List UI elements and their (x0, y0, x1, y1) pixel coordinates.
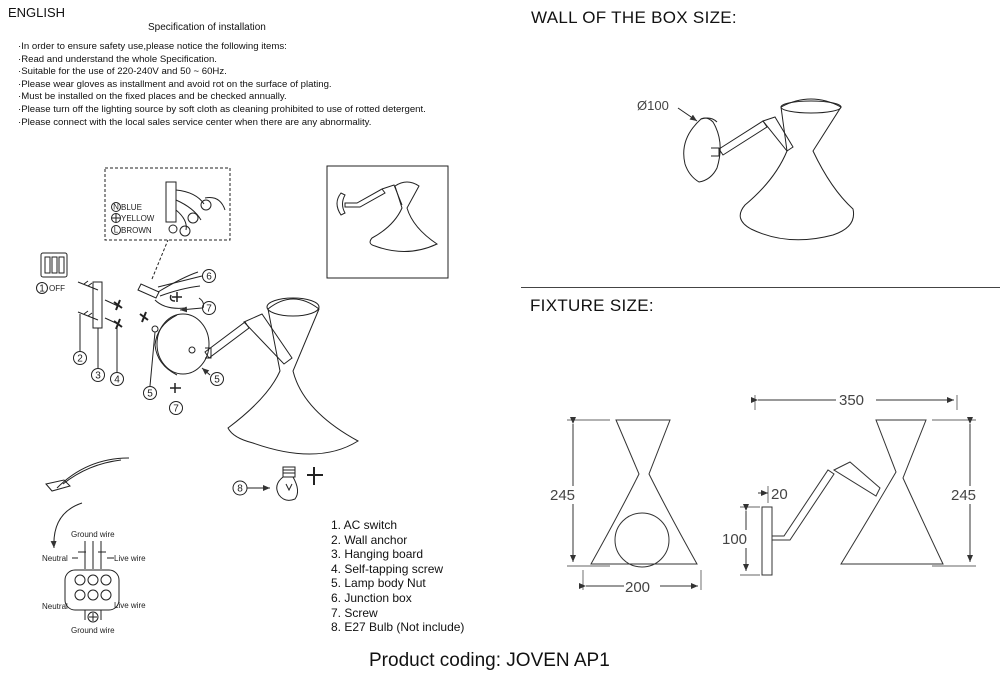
fixture-size-title: FIXTURE SIZE: (530, 296, 654, 315)
svg-text:L: L (114, 226, 119, 235)
dim-200: 200 (625, 579, 650, 596)
callout-3-label: 3 (95, 371, 101, 382)
dim-245-left: 245 (550, 487, 575, 504)
safety-notes: In order to ensure safety use,please not… (18, 41, 426, 129)
callout-4 (110, 372, 124, 386)
live-wire-bottom: Live wire (114, 601, 146, 610)
legend-brown: BROWN (121, 226, 152, 235)
spec-title: Specification of installation (148, 22, 266, 33)
box-diameter-label: Ø100 (637, 98, 669, 113)
rotate-icon (169, 292, 182, 393)
product-code: Product coding: JOVEN AP1 (369, 650, 610, 671)
callout-5a-label: 5 (147, 389, 153, 400)
part-item: 4. Self-tapping screw (331, 561, 444, 576)
callout-2 (73, 351, 87, 365)
callout-3 (91, 368, 105, 382)
ground-symbol-icon (111, 213, 121, 223)
callout-1 (36, 282, 48, 294)
part-item: 2. Wall anchor (331, 532, 408, 547)
svg-text:N: N (113, 203, 119, 212)
part-item: 6. Junction box (331, 590, 412, 605)
ground-wire-top: Ground wire (71, 530, 115, 539)
neutral-symbol-icon (111, 202, 121, 212)
dim-245-right: 245 (951, 487, 976, 504)
junction-block (64, 569, 120, 611)
part-item: 8. E27 Bulb (Not include) (331, 620, 465, 635)
note-item: Must be installed on the fixed places an… (18, 91, 426, 104)
note-item: Please wear gloves as installment and av… (18, 79, 426, 92)
callout-7b (202, 301, 216, 315)
note-item: Please connect with the local sales serv… (18, 117, 426, 130)
dim-20: 20 (771, 486, 788, 503)
note-item: Read and understand the whole Specificat… (18, 54, 426, 67)
live-wire-top: Live wire (114, 554, 146, 563)
live-symbol-icon (111, 225, 121, 235)
dim-350: 350 (839, 392, 864, 409)
callout-8-label: 8 (237, 484, 243, 495)
switch-icon (40, 252, 68, 278)
callout-1-label: 1 (39, 284, 45, 295)
ground-wire-bottom: Ground wire (71, 626, 115, 635)
part-item: 3. Hanging board (331, 547, 424, 562)
parts-list: 1. AC switch 2. Wall anchor 3. Hanging b… (331, 518, 464, 635)
part-item: 5. Lamp body Nut (331, 576, 426, 591)
box-size-title: WALL OF THE BOX SIZE: (531, 8, 737, 27)
callout-5b (210, 372, 224, 386)
part-item: 1. AC switch (331, 518, 398, 532)
callout-4-label: 4 (114, 375, 120, 386)
installation-labels: BLUE YELLOW BROWN OFF (49, 203, 155, 293)
installation-diagram (36, 165, 449, 623)
callout-5b-label: 5 (214, 375, 220, 386)
ground-symbol-icon (87, 611, 99, 623)
note-item: Suitable for the use of 220-240V and 50 … (18, 66, 426, 79)
note-item: Please turn off the lighting source by s… (18, 104, 426, 117)
wire-symbol-letters: N L (113, 203, 119, 235)
callout-7a (169, 401, 183, 415)
wiring-detail-box (104, 167, 231, 241)
callout-6 (202, 269, 216, 283)
preview-box (326, 165, 449, 279)
legend-blue: BLUE (121, 203, 142, 212)
box-size-drawing (677, 98, 855, 241)
callout-7a-label: 7 (173, 404, 179, 415)
note-item: In order to ensure safety use,please not… (18, 41, 426, 54)
wiring-labels: Ground wire Neutral Live wire Neutral Li… (42, 530, 146, 635)
rotate-icon (307, 467, 323, 485)
callout-2-label: 2 (77, 354, 83, 365)
neutral-bottom: Neutral (42, 602, 68, 611)
section-divider (521, 287, 1000, 288)
language-label: ENGLISH (8, 5, 66, 20)
callout-numbers: 1 2 3 4 5 7 5 6 7 8 (39, 272, 243, 495)
callout-7b-label: 7 (206, 304, 212, 315)
dim-100: 100 (722, 531, 747, 548)
callout-5a (143, 386, 157, 400)
off-label: OFF (49, 284, 65, 293)
callout-6-label: 6 (206, 272, 212, 283)
bulb-icon (276, 466, 299, 501)
part-item: 7. Screw (331, 605, 378, 620)
legend-yellow: YELLOW (121, 214, 155, 223)
neutral-top: Neutral (42, 554, 68, 563)
fixture-dimension-labels: 350 245 245 20 100 200 (550, 391, 988, 596)
